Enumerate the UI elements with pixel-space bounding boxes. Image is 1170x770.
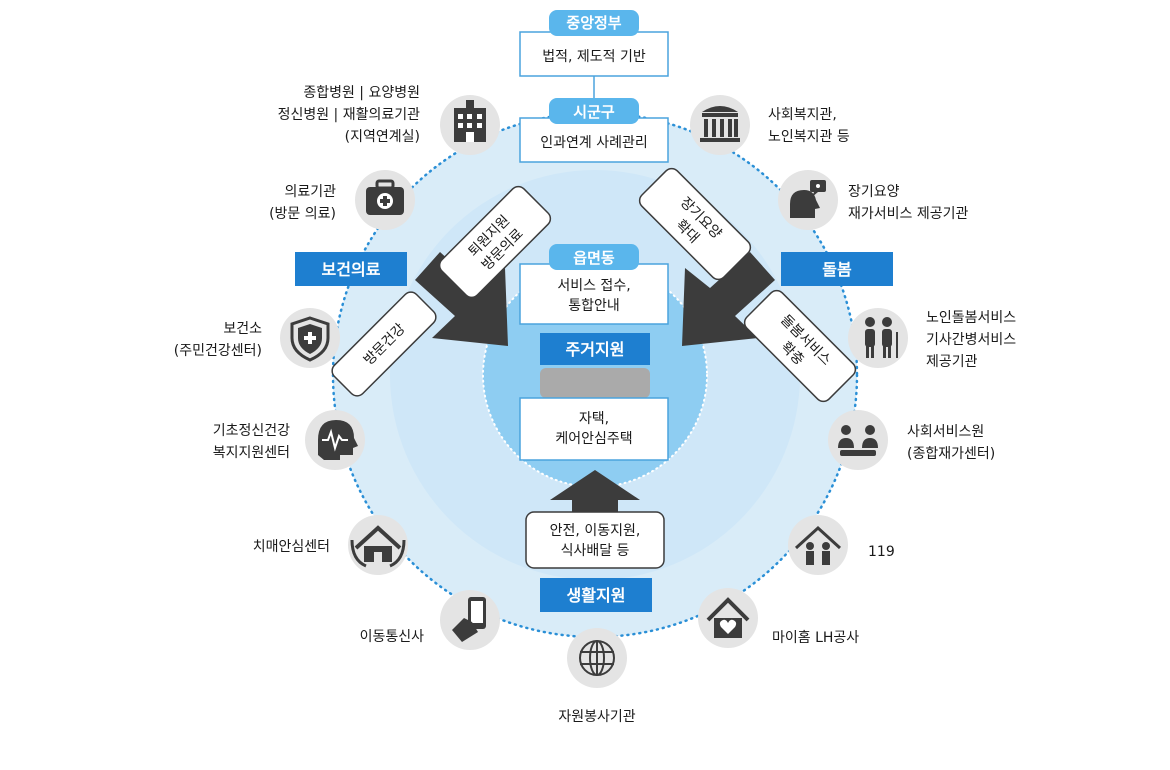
housing-tag-label: 주거지원 — [566, 340, 625, 359]
social-service-label-2: (종합재가센터) — [907, 446, 995, 462]
elder-care-label-3: 제공기관 — [926, 354, 978, 370]
housing-box-line-2: 케어안심주택 — [555, 431, 632, 447]
fire-node: 119 — [788, 515, 895, 575]
dementia-label-1: 치매안심센터 — [253, 539, 330, 555]
volunteer-node: 자원봉사기관 — [558, 628, 636, 725]
health-center-node: 보건소 (주민건강센터) — [174, 308, 340, 368]
hospital-building-icon — [454, 100, 486, 142]
housing-divider-band — [540, 368, 650, 398]
hospital-label-3: (지역연계실) — [345, 129, 420, 145]
eupmyeondong-tag — [549, 244, 639, 270]
mental-label-2: 복지지원센터 — [213, 445, 290, 461]
housing-box — [519, 397, 669, 461]
elder-care-label-2: 기사간병서비스 — [926, 332, 1016, 348]
central-gov-box-label: 법적, 제도적 기반 — [542, 49, 646, 65]
house-hands-icon — [350, 525, 406, 568]
eupmyeondong-box-line-2: 통합안내 — [568, 298, 620, 314]
eupmyeondong-box — [519, 263, 669, 325]
family-house-icon — [794, 525, 842, 565]
ltc-provider-label-1: 장기요양 — [848, 184, 900, 200]
telecom-label-1: 이동통신사 — [360, 629, 425, 645]
care-sector-tag — [781, 252, 893, 286]
house-heart-icon — [706, 597, 750, 638]
right-diagonal-arrow — [682, 252, 775, 346]
care-sector-label: 돌봄 — [822, 260, 852, 279]
welfare-label-2: 노인복지관 등 — [768, 129, 850, 145]
welfare-node: 사회복지관, 노인복지관 등 — [690, 95, 850, 155]
eupmyeondong-tag-label: 읍면동 — [573, 249, 615, 267]
health-sector-label: 보건의료 — [322, 260, 381, 279]
eupmyeondong-box-line-1: 서비스 접수, — [557, 278, 630, 294]
living-tag — [540, 578, 652, 612]
social-service-node: 사회서비스원 (종합재가센터) — [828, 410, 995, 470]
medical-node: 의료기관 (방문 의료) — [269, 170, 415, 230]
head-chat-icon — [790, 180, 826, 218]
living-box-line-2: 식사배달 등 — [561, 543, 630, 559]
fire-label-1: 119 — [868, 544, 895, 560]
volunteer-label-1: 자원봉사기관 — [558, 709, 635, 725]
left-diagonal-arrow — [415, 252, 508, 346]
mental-label-1: 기초정신건강 — [213, 423, 290, 439]
ltc-provider-node: 장기요양 재가서비스 제공기관 — [778, 170, 968, 230]
hospital-label-1: 종합병원 | 요양병원 — [303, 85, 420, 101]
shield-cross-icon — [290, 316, 330, 362]
welfare-label-1: 사회복지관, — [768, 107, 837, 123]
sigungu-tag — [549, 98, 639, 124]
smartphone-hand-icon — [452, 597, 486, 642]
elder-care-node: 노인돌봄서비스 기사간병서비스 제공기관 — [848, 308, 1016, 370]
visit-health-label: 방문건강 — [331, 291, 437, 397]
people-group-icon — [838, 425, 878, 456]
central-gov-tag — [549, 10, 639, 36]
hospital-label-2: 정신병원 | 재활의료기관 — [278, 107, 421, 123]
dementia-node: 치매안심센터 — [253, 515, 408, 575]
living-box-line-1: 안전, 이동지원, — [550, 523, 641, 539]
institution-building-icon — [700, 106, 740, 142]
hospital-node: 종합병원 | 요양병원 정신병원 | 재활의료기관 (지역연계실) — [278, 85, 500, 155]
central-gov-tag-label: 중앙정부 — [566, 14, 621, 32]
living-tag-label: 생활지원 — [567, 586, 626, 605]
care-service-label: 돌봄서비스 확충 — [743, 289, 857, 403]
lh-label-1: 마이홈 LH공사 — [772, 630, 859, 646]
medical-label-1: 의료기관 — [284, 184, 336, 200]
central-gov-box — [519, 31, 669, 77]
sigungu-tag-label: 시군구 — [573, 103, 615, 121]
medical-kit-icon — [366, 179, 404, 215]
elder-care-label-1: 노인돌봄서비스 — [926, 310, 1016, 326]
mental-node: 기초정신건강 복지지원센터 — [213, 410, 365, 470]
housing-tag — [540, 333, 650, 365]
living-up-arrow — [550, 470, 640, 515]
health-sector-tag — [295, 252, 407, 286]
living-box — [525, 511, 665, 569]
health-center-label-1: 보건소 — [223, 321, 262, 337]
sigungu-box-label: 인과연계 사례관리 — [540, 135, 648, 151]
medical-label-2: (방문 의료) — [269, 206, 336, 222]
health-center-label-2: (주민건강센터) — [174, 343, 262, 359]
ltc-provider-label-2: 재가서비스 제공기관 — [848, 206, 968, 222]
telecom-node: 이동통신사 — [360, 590, 500, 650]
housing-box-line-1: 자택, — [579, 411, 609, 427]
elderly-couple-icon — [865, 317, 898, 358]
brain-pulse-icon — [318, 420, 358, 460]
globe-icon — [579, 640, 615, 676]
social-service-label-1: 사회서비스원 — [907, 424, 984, 440]
lh-node: 마이홈 LH공사 — [698, 588, 859, 648]
